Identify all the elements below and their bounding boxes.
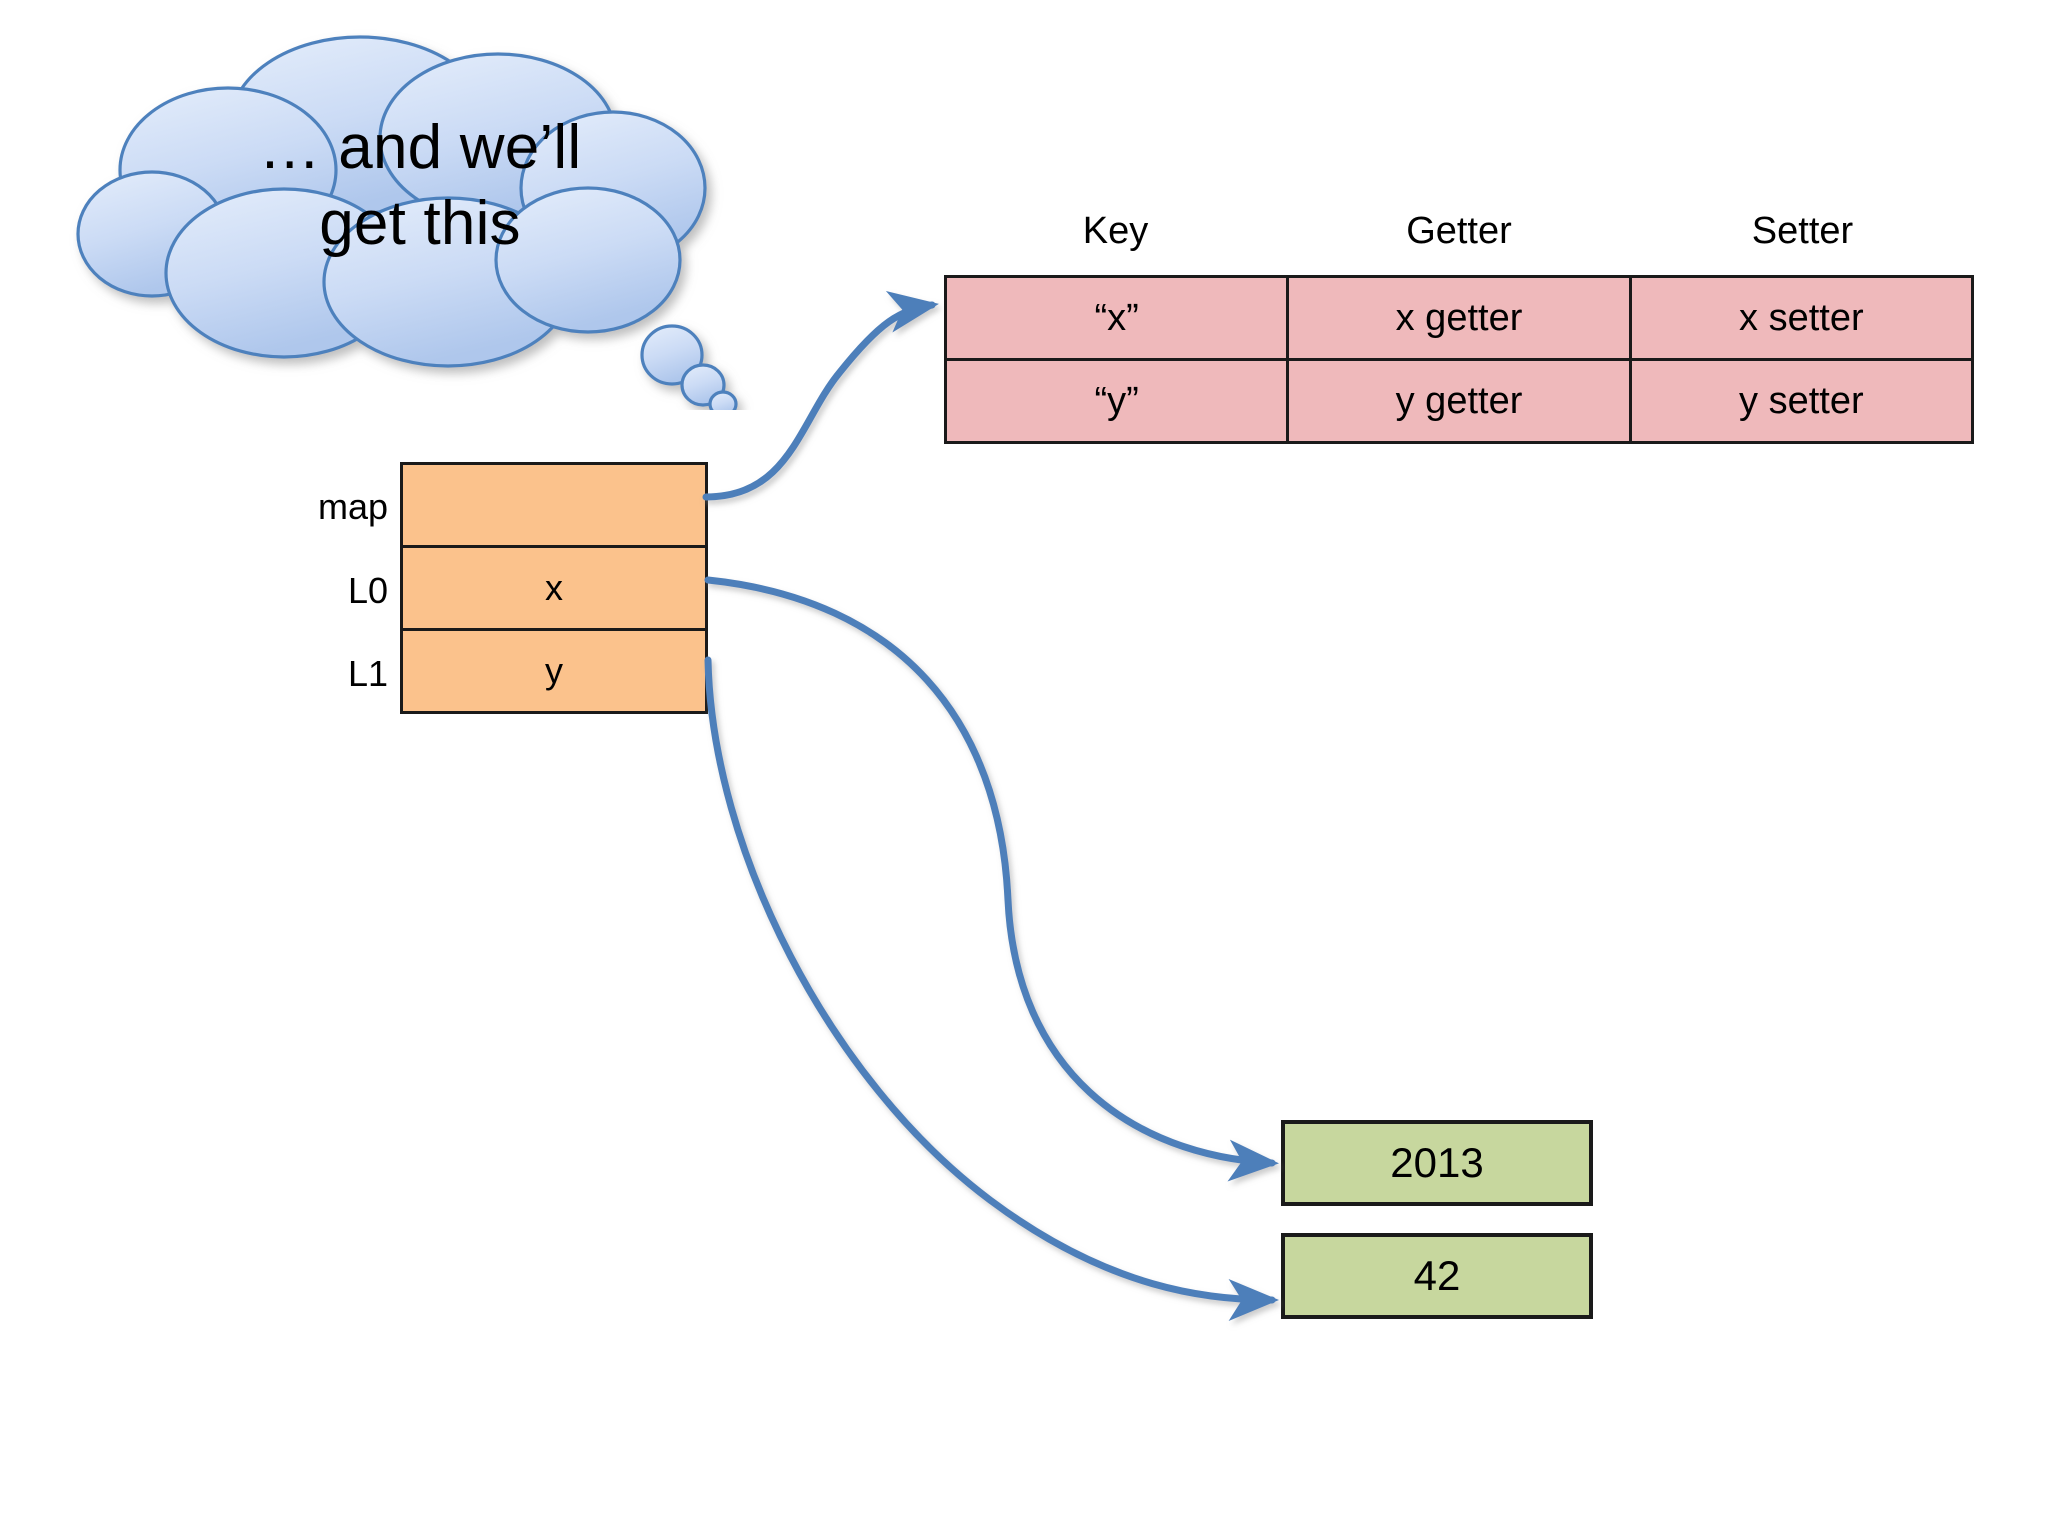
map-row-label-map: map xyxy=(317,486,388,527)
cell-getter-y: y getter xyxy=(1286,358,1632,444)
value-box-2013: 2013 xyxy=(1281,1120,1593,1206)
table-header-getter: Getter xyxy=(1406,210,1512,252)
table-row: “y” y getter y setter xyxy=(943,358,1975,444)
arrow-l0-to-2013 xyxy=(704,576,1279,1182)
table-row: “x” x getter x setter xyxy=(943,275,1975,361)
cell-getter-x: x getter xyxy=(1286,275,1632,361)
arrow-l1-to-42 xyxy=(704,656,1280,1321)
map-slot-l1: y xyxy=(403,628,705,711)
cell-key-x: “x” xyxy=(943,275,1290,361)
map-slot-l0: x xyxy=(403,545,705,628)
cell-setter-x: x setter xyxy=(1628,275,1975,361)
map-object-box: x y xyxy=(400,462,708,714)
cell-setter-y: y setter xyxy=(1628,358,1975,444)
table-header-setter: Setter xyxy=(1751,210,1854,252)
map-row-label-l1: L1 xyxy=(347,653,388,694)
property-table-headers: Key Getter Setter xyxy=(944,210,1974,253)
thought-bubble xyxy=(76,35,738,410)
map-slot-map xyxy=(403,465,705,545)
value-box-42: 42 xyxy=(1281,1233,1593,1319)
thought-bubble-text: … and we’ll get this xyxy=(258,113,582,258)
map-row-label-l0: L0 xyxy=(347,570,388,611)
cell-key-y: “y” xyxy=(943,358,1290,444)
property-table: “x” x getter x setter “y” y getter y set… xyxy=(943,275,1975,444)
table-header-key: Key xyxy=(1082,210,1149,252)
